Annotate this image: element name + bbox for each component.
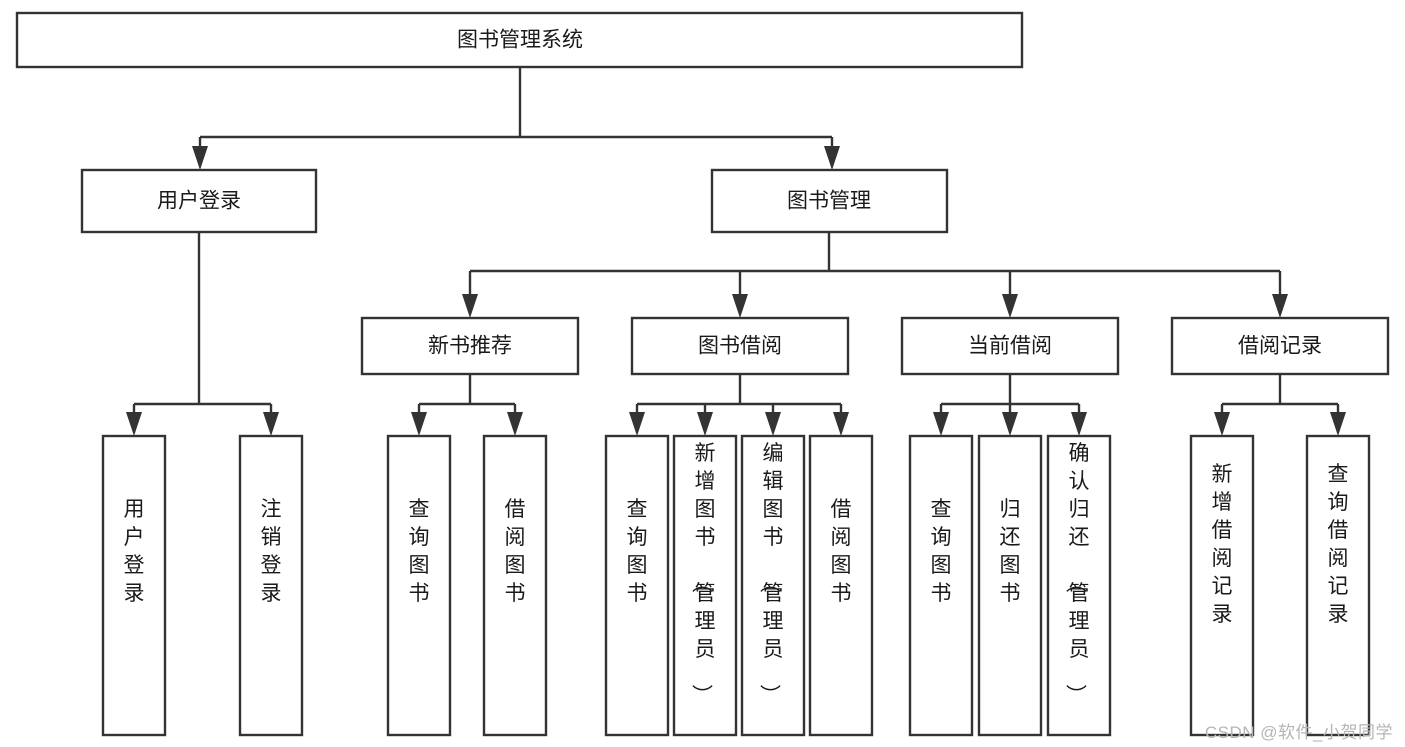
arrow-icon-to-leaf-query-book-1 xyxy=(411,412,427,436)
arrow-icon-to-leaf-confirm-return xyxy=(1071,412,1087,436)
connector-book-manage-bus xyxy=(468,232,1282,304)
leaf-borrow-book-2-label: 借阅图书 xyxy=(831,498,852,605)
node-book-borrow-label: 图书借阅 xyxy=(698,335,782,358)
leaf-query-book-3-box xyxy=(908,434,974,737)
node-current-borrow[interactable]: 当前借阅 xyxy=(900,316,1120,376)
leaf-query-book-2-box xyxy=(604,434,670,737)
arrow-icon-to-leaf-add-record xyxy=(1214,412,1230,436)
node-new-book-recommend-box xyxy=(360,316,580,376)
leaf-borrow-book-2-box xyxy=(808,434,874,737)
leaf-query-book-2[interactable]: 查询图书 xyxy=(604,434,670,737)
leaf-borrow-book-1-box xyxy=(482,434,548,737)
connector-new-book-bus xyxy=(417,374,517,422)
leaf-confirm-return-box xyxy=(1046,434,1112,737)
node-borrow-record-box xyxy=(1170,316,1390,376)
leaf-add-book-label: 新增图书（管理员） xyxy=(690,442,716,705)
leaf-borrow-book-2[interactable]: 借阅图书 xyxy=(808,434,874,737)
leaf-logout-label: 注销登录 xyxy=(261,498,282,605)
leaf-return-book-box xyxy=(977,434,1043,737)
node-root-box xyxy=(15,11,1024,69)
arrow-icon-to-leaf-borrow-book-2 xyxy=(833,412,849,436)
node-current-borrow-label: 当前借阅 xyxy=(968,335,1052,358)
node-book-manage[interactable]: 图书管理 xyxy=(710,168,949,234)
connector-book-borrow-bus xyxy=(635,374,843,422)
node-user-login[interactable]: 用户登录 xyxy=(80,168,318,234)
arrow-icon-to-borrow-record xyxy=(1272,294,1288,318)
arrow-icon-to-leaf-add-book xyxy=(697,412,713,436)
connector-layer xyxy=(132,67,1340,422)
arrow-icon-to-current-borrow xyxy=(1002,294,1018,318)
leaf-add-book[interactable]: 新增图书（管理员） xyxy=(672,434,738,737)
leaf-edit-book-box xyxy=(740,434,806,737)
connector-user-login-bus xyxy=(132,232,273,422)
leaf-query-book-3[interactable]: 查询图书 xyxy=(908,434,974,737)
leaf-borrow-book-1[interactable]: 借阅图书 xyxy=(482,434,548,737)
node-borrow-record-label: 借阅记录 xyxy=(1238,335,1322,358)
node-new-book-recommend[interactable]: 新书推荐 xyxy=(360,316,580,376)
leaf-query-book-1-label: 查询图书 xyxy=(409,498,430,605)
leaf-confirm-return[interactable]: 确认归还（管理员） xyxy=(1046,434,1112,737)
leaf-query-book-3-label: 查询图书 xyxy=(931,498,952,605)
leaf-return-book-label: 归还图书 xyxy=(1000,498,1021,605)
leaf-add-record-label: 新增借阅记录 xyxy=(1212,463,1233,626)
arrow-icon-to-book-manage xyxy=(824,146,840,170)
leaf-user-login[interactable]: 用户登录 xyxy=(101,434,167,737)
leaf-add-book-box xyxy=(672,434,738,737)
arrow-icon-to-leaf-query-record xyxy=(1330,412,1346,436)
leaf-user-login-label: 用户登录 xyxy=(124,498,145,605)
node-book-manage-label: 图书管理 xyxy=(787,190,871,213)
arrowhead-layer xyxy=(126,146,1346,436)
node-book-manage-box xyxy=(710,168,949,234)
leaf-query-book-1[interactable]: 查询图书 xyxy=(386,434,452,737)
node-book-borrow[interactable]: 图书借阅 xyxy=(630,316,850,376)
arrow-icon-to-book-borrow xyxy=(732,294,748,318)
node-user-login-box xyxy=(80,168,318,234)
leaf-user-login-box xyxy=(101,434,167,737)
leaf-logout[interactable]: 注销登录 xyxy=(238,434,304,737)
node-root[interactable]: 图书管理系统 xyxy=(15,11,1024,69)
arrow-icon-to-user-login xyxy=(192,146,208,170)
leaf-confirm-return-label: 确认归还（管理员） xyxy=(1064,442,1090,705)
connector-root-bus xyxy=(198,67,834,156)
leaf-query-record[interactable]: 查询借阅记录 xyxy=(1305,434,1371,737)
arrow-icon-to-leaf-query-book-3 xyxy=(933,412,949,436)
leaf-borrow-book-1-label: 借阅图书 xyxy=(505,498,526,605)
leaf-return-book[interactable]: 归还图书 xyxy=(977,434,1043,737)
leaf-query-book-2-label: 查询图书 xyxy=(627,498,648,605)
leaf-edit-book[interactable]: 编辑图书（管理员） xyxy=(740,434,806,737)
leaf-add-record-box xyxy=(1189,434,1255,737)
leaf-query-book-1-box xyxy=(386,434,452,737)
node-root-label: 图书管理系统 xyxy=(457,29,583,52)
leaf-logout-box xyxy=(238,434,304,737)
leaf-query-record-label: 查询借阅记录 xyxy=(1328,463,1349,626)
arrow-icon-to-leaf-user-login xyxy=(126,412,142,436)
node-user-login-label: 用户登录 xyxy=(157,190,241,213)
connector-borrow-record-bus xyxy=(1220,374,1340,422)
leaf-add-record[interactable]: 新增借阅记录 xyxy=(1189,434,1255,737)
node-book-borrow-box xyxy=(630,316,850,376)
node-borrow-record[interactable]: 借阅记录 xyxy=(1170,316,1390,376)
leaf-query-record-box xyxy=(1305,434,1371,737)
node-new-book-recommend-label: 新书推荐 xyxy=(428,335,512,358)
arrow-icon-to-new-book-rec xyxy=(462,294,478,318)
arrow-icon-to-leaf-edit-book xyxy=(765,412,781,436)
arrow-icon-to-leaf-borrow-book-1 xyxy=(507,412,523,436)
leaf-edit-book-label: 编辑图书（管理员） xyxy=(758,442,784,705)
arrow-icon-to-leaf-return-book xyxy=(1002,412,1018,436)
arrow-icon-to-leaf-query-book-2 xyxy=(629,412,645,436)
node-current-borrow-box xyxy=(900,316,1120,376)
arrow-icon-to-leaf-logout xyxy=(263,412,279,436)
